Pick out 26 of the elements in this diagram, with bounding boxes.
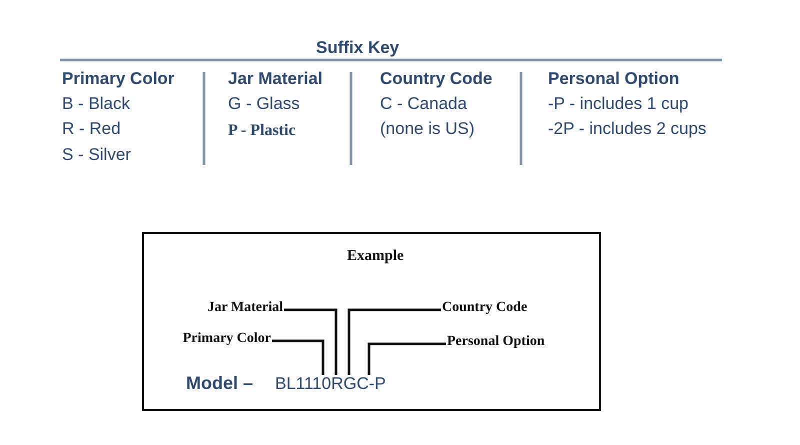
key-entry: B - Black — [62, 94, 130, 114]
leader-line — [368, 342, 446, 375]
panel-heading: Example — [347, 248, 404, 264]
leader-line — [348, 308, 441, 375]
key-title: Suffix Key — [316, 38, 400, 58]
leader-label: Country Code — [442, 300, 528, 316]
key-entry: -2P - includes 2 cups — [548, 119, 706, 139]
leader-line — [284, 308, 338, 375]
leader-label: Primary Color — [182, 331, 271, 347]
key-entry: S - Silver — [62, 145, 131, 165]
leader-label: Jar Material — [207, 300, 283, 316]
model-label: Model – — [186, 373, 254, 393]
key-entry: -P - includes 1 cup — [548, 94, 688, 114]
key-entry: R - Red — [62, 119, 121, 139]
leader-line — [272, 340, 324, 375]
key-entry: C - Canada — [380, 94, 467, 114]
column-heading: Country Code — [380, 69, 492, 89]
model-code: BL1110RGC-P — [275, 374, 386, 394]
column-heading: Primary Color — [62, 69, 174, 89]
leader-label: Personal Option — [447, 334, 545, 350]
column-heading: Personal Option — [548, 69, 680, 89]
key-entry: P - Plastic — [228, 121, 296, 141]
column-heading: Jar Material — [228, 69, 322, 89]
key-entry: G - Glass — [228, 94, 300, 114]
key-entry: (none is US) — [380, 119, 474, 139]
example-panel — [142, 232, 601, 411]
